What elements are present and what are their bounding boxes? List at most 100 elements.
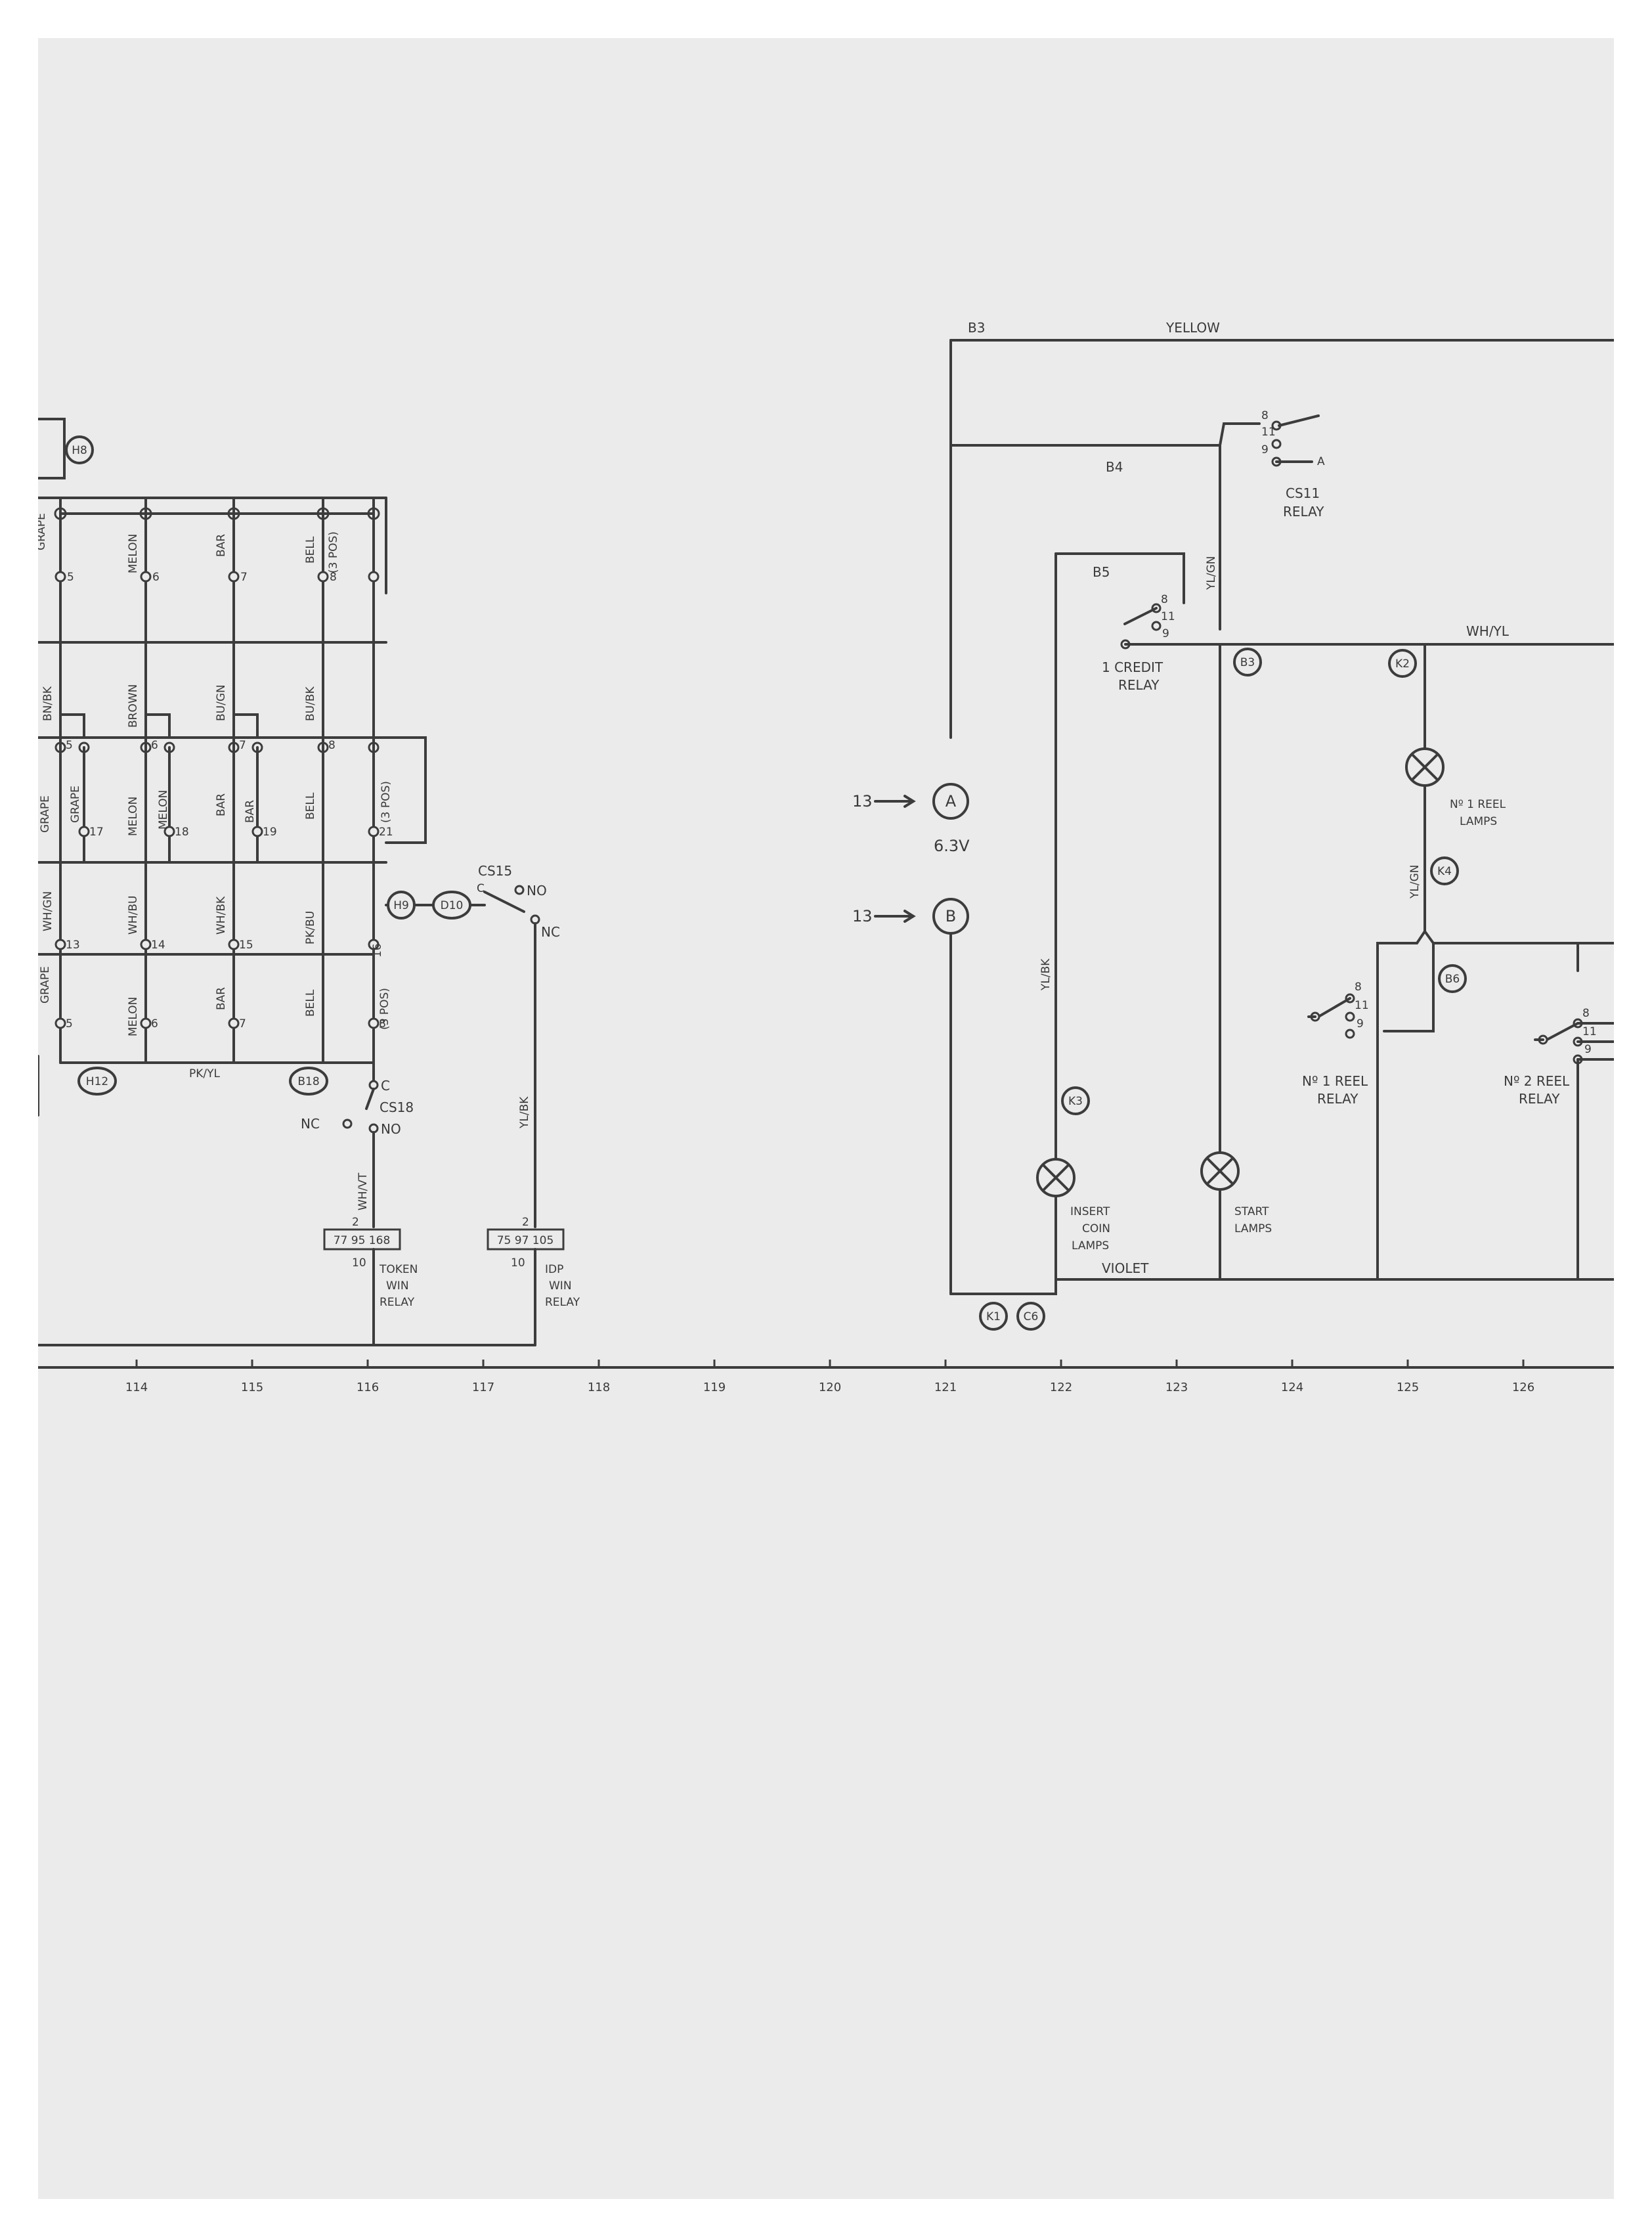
- cs18-nc: NC: [301, 1116, 320, 1132]
- token-pin-10: 10: [352, 1256, 366, 1270]
- row2-pin-8: 8: [328, 739, 336, 752]
- ref-k4: K4: [1437, 865, 1452, 878]
- row2-pin-6: 6: [151, 739, 158, 752]
- credit-contact-9: 9: [1162, 627, 1169, 640]
- row4-pin-14: 14: [151, 939, 165, 952]
- start-lamps-2: LAMPS: [1234, 1222, 1272, 1235]
- row3-bell: BELL: [304, 792, 317, 820]
- row4-pin-15: 15: [239, 939, 253, 952]
- row2-pin-7: 7: [239, 739, 246, 752]
- cs11-label-2: RELAY: [1283, 504, 1324, 520]
- row5-pin-8: 8: [379, 1017, 386, 1031]
- right-lamp-circuit: B3 YELLOW B4 8 11 9 A CS11 RELAY YL/GN B…: [852, 320, 1614, 1331]
- cs11-arrow: A: [1317, 455, 1325, 468]
- wire-yl-bk-left: YL/BK: [518, 1096, 531, 1129]
- pin-13-b: 13: [852, 907, 873, 925]
- idp-code: 75 97 105: [497, 1234, 554, 1247]
- ruler-118: 118: [588, 1381, 610, 1394]
- wiring-diagram: H8 GRAPE 5 MELON 6 BAR 7 BELL 8 (3 POS) …: [38, 320, 1614, 1394]
- row3-grape: GRAPE: [39, 795, 52, 833]
- credit-contact-8: 8: [1161, 593, 1168, 606]
- ref-c6: C6: [1024, 1310, 1039, 1323]
- ref-h8: H8: [72, 444, 87, 457]
- cs15-idp-relay: H9 D10 CS15 C NO NC YL/BK 2 75 97 105 10…: [385, 863, 580, 1346]
- ref-d10: D10: [441, 899, 464, 912]
- terminal-a: A: [946, 792, 957, 810]
- wire-yl-gn-k4: YL/GN: [1408, 865, 1422, 899]
- row5-bar: BAR: [215, 987, 228, 1010]
- terminal-b: B: [946, 907, 956, 925]
- cs11-label-1: CS11: [1286, 485, 1320, 501]
- idp-pin-2: 2: [522, 1216, 529, 1229]
- pin-13-a: 13: [852, 792, 873, 810]
- row5-pin-5: 5: [66, 1017, 73, 1031]
- row3-bar-sub: BAR: [244, 800, 257, 823]
- idp-pin-10: 10: [511, 1256, 525, 1270]
- ref-b4: B4: [1106, 459, 1123, 475]
- row4-wire-whbu: WH/BU: [127, 896, 140, 935]
- reel1-contact-9: 9: [1357, 1017, 1364, 1031]
- ruler-115: 115: [241, 1381, 263, 1394]
- cs15-label: CS15: [478, 863, 512, 879]
- row1-grape: GRAPE: [38, 513, 48, 550]
- row2-pin-5: 5: [66, 739, 73, 752]
- wire-yellow: YELLOW: [1165, 320, 1220, 336]
- reel1-contact-8: 8: [1355, 981, 1362, 994]
- reel1-lamps-2: LAMPS: [1460, 815, 1497, 828]
- wire-wh-yl: WH/YL: [1466, 623, 1510, 639]
- row2-wire-bugn: BU/GN: [215, 684, 228, 721]
- ruler-116: 116: [357, 1381, 379, 1394]
- cs11-contact-8: 8: [1261, 409, 1269, 422]
- reel2-contact-11: 11: [1582, 1025, 1597, 1038]
- row1-bar: BAR: [215, 534, 228, 557]
- start-lamps-1: START: [1234, 1205, 1269, 1218]
- wire-yl-gn-top: YL/GN: [1205, 556, 1218, 590]
- left-switch-matrix: H8 GRAPE 5 MELON 6 BAR 7 BELL 8 (3 POS) …: [38, 418, 427, 1096]
- row3-pin-17: 17: [89, 826, 104, 839]
- row1-melon: MELON: [127, 534, 140, 573]
- row2-wire-bnbk: BN/BK: [41, 686, 54, 721]
- reel1-label-2: RELAY: [1317, 1091, 1359, 1107]
- wire-wh-vt: WH/VT: [357, 1172, 370, 1210]
- cs18-label: CS18: [380, 1099, 414, 1115]
- wire-violet: VIOLET: [1102, 1260, 1149, 1276]
- row5-melon: MELON: [127, 997, 140, 1036]
- row5-bell: BELL: [304, 989, 317, 1017]
- cs18-token-relay: C CS18 NC NO WH/VT 2 77 95 168 10 TOKEN …: [301, 1061, 418, 1346]
- row3-pin-18: 18: [175, 826, 189, 839]
- insert-lamps-1: INSERT: [1070, 1205, 1110, 1218]
- ref-h9: H9: [393, 899, 409, 912]
- ruler-126: 126: [1512, 1381, 1534, 1394]
- row2-wire-bubk: BU/BK: [304, 686, 317, 721]
- insert-lamps-2: COIN: [1082, 1222, 1110, 1235]
- ref-k1: K1: [986, 1310, 1001, 1323]
- ref-b3-top: B3: [968, 320, 985, 336]
- row1-pin-5: 5: [67, 571, 74, 584]
- row2-wire-brown: BROWN: [127, 684, 140, 728]
- idp-label-2: WIN: [549, 1279, 572, 1293]
- cs18-c: C: [381, 1078, 390, 1094]
- token-pin-2: 2: [352, 1216, 359, 1229]
- ruler-122: 122: [1050, 1381, 1072, 1394]
- cs15-c: C: [477, 882, 485, 895]
- row5-bell-note: (3 POS): [378, 988, 391, 1030]
- insert-lamps-3: LAMPS: [1072, 1239, 1109, 1253]
- reel2-label-2: RELAY: [1519, 1091, 1560, 1107]
- ref-b5: B5: [1093, 564, 1110, 580]
- row4-wire-whbk: WH/BK: [215, 896, 228, 935]
- row3-pin-21: 21: [379, 826, 393, 839]
- row3-melon: MELON: [127, 797, 140, 836]
- row5-pin-6: 6: [151, 1017, 158, 1031]
- row1-bell: BELL: [304, 536, 317, 564]
- token-code: 77 95 168: [334, 1234, 391, 1247]
- cs11-contact-9: 9: [1261, 443, 1269, 456]
- reel2-contact-9: 9: [1584, 1043, 1592, 1056]
- ruler-121: 121: [934, 1381, 957, 1394]
- token-label-1: TOKEN: [379, 1263, 418, 1276]
- ruler-114: 114: [125, 1381, 148, 1394]
- cs15-no: NO: [527, 883, 547, 898]
- ruler-125: 125: [1397, 1381, 1419, 1394]
- schematic-sheet: H8 GRAPE 5 MELON 6 BAR 7 BELL 8 (3 POS) …: [38, 38, 1614, 2199]
- ruler-120: 120: [819, 1381, 841, 1394]
- reel1-lamps-1: Nº 1 REEL: [1450, 798, 1506, 811]
